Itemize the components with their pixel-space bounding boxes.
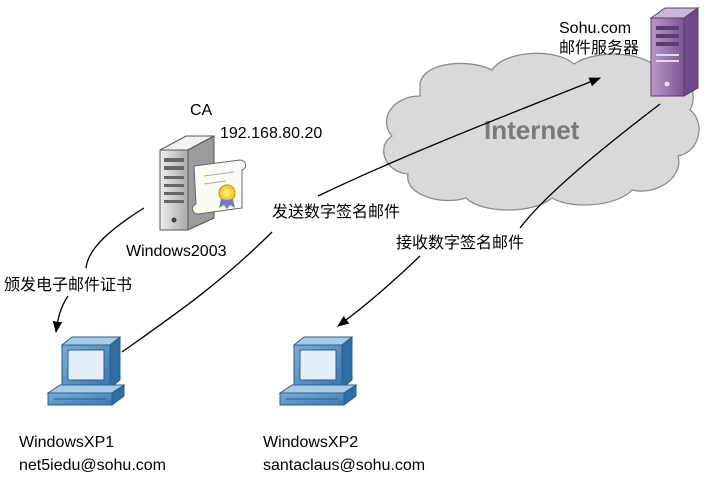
cloud-shape [383,52,700,211]
cloud-label: Internet [484,115,580,145]
client1-email: net5iedu@sohu.com [19,457,166,474]
client2-email: santaclaus@sohu.com [263,457,425,474]
send-signed-arrow-upper [317,77,602,197]
certificate-icon [191,159,247,215]
mail-server-name: Sohu.com [559,20,631,37]
mail-server: Sohu.com 邮件服务器 [559,7,700,97]
receive-signed-label: 接收数字签名邮件 [396,234,524,252]
workstation-icon [278,335,358,406]
workstation-2: WindowsXP2 santaclaus@sohu.com [263,335,425,474]
send-signed-label: 发送数字签名邮件 [272,203,400,221]
client1-name: WindowsXP1 [19,434,114,451]
receive-signed-arrow [337,255,421,327]
certificate-server-icon [159,135,247,231]
ca-os: Windows2003 [126,243,227,260]
ca-name: CA [190,102,213,119]
issue-cert-label: 颁发电子邮件证书 [4,276,132,294]
mail-server-role: 邮件服务器 [559,39,639,57]
ca-server: CA 192.168.80.20 Windows2003 [126,102,322,260]
workstation-1: WindowsXP1 net5iedu@sohu.com [19,335,166,474]
ca-ip: 192.168.80.20 [220,125,322,142]
workstation-icon [46,335,126,406]
receive-signed-arrow-upper [519,103,661,229]
send-signed-arrow [121,231,273,353]
tower-server-icon [649,7,700,97]
issue-cert-arrow [56,207,145,332]
internet-cloud: Internet [383,52,700,211]
client2-name: WindowsXP2 [263,434,358,451]
